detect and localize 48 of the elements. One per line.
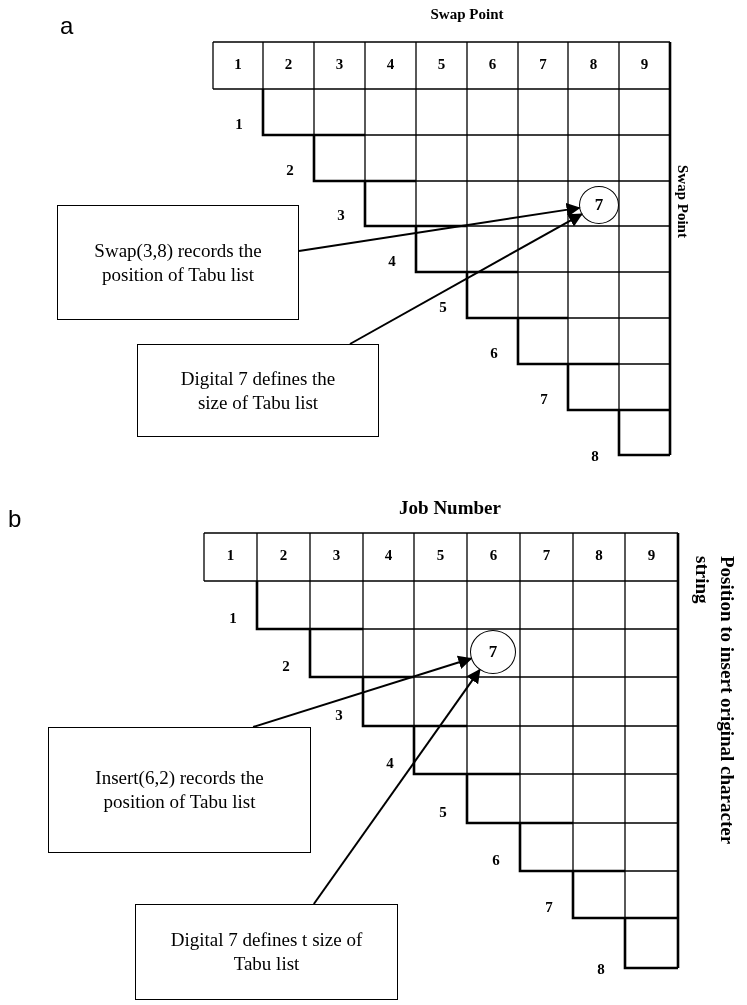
arrow: [252, 655, 473, 728]
row-number: 4: [387, 252, 397, 270]
column-number: 8: [588, 55, 599, 73]
row-number: 5: [438, 803, 448, 821]
callout-box: Swap(3,8) records the position of Tabu list: [57, 205, 299, 320]
panel-letter: b: [8, 505, 22, 533]
row-number: 8: [590, 447, 600, 465]
column-number: 4: [383, 546, 394, 564]
callout-box: Digital 7 defines t size of Tabu list: [135, 904, 398, 1000]
column-number: 7: [541, 546, 552, 564]
row-number: 4: [385, 754, 395, 772]
column-number: 5: [435, 546, 446, 564]
column-number: 5: [436, 55, 447, 73]
arrow: [348, 213, 583, 345]
column-number: 2: [278, 546, 289, 564]
column-number: 3: [331, 546, 342, 564]
row-number: 6: [491, 851, 501, 869]
axis-title: Job Number: [399, 497, 501, 519]
row-number: 7: [544, 898, 554, 916]
column-number: 9: [639, 55, 650, 73]
column-number: 6: [488, 546, 499, 564]
row-number: 2: [281, 657, 291, 675]
column-number: 8: [594, 546, 604, 564]
row-number: 1: [234, 115, 244, 133]
callout-box: Digital 7 defines the size of Tabu list: [137, 344, 379, 437]
column-number: 7: [538, 55, 548, 73]
column-number: 1: [233, 55, 243, 73]
panel-letter: a: [60, 12, 74, 40]
callout-box: Insert(6,2) records the position of Tabu list: [48, 727, 311, 853]
column-number: 3: [334, 55, 345, 73]
arrow: [298, 202, 581, 252]
axis-title: Position to insert original character string: [691, 556, 739, 846]
axis-title: Swap Point: [674, 165, 692, 240]
row-number: 6: [489, 344, 499, 362]
row-number: 2: [285, 161, 295, 179]
arrow: [312, 668, 481, 905]
row-number: 8: [596, 960, 606, 978]
column-number: 9: [646, 546, 657, 564]
column-number: 2: [283, 55, 294, 73]
row-number: 1: [228, 609, 238, 627]
row-number: 3: [336, 206, 346, 224]
column-number: 4: [385, 55, 396, 73]
column-number: 6: [487, 55, 498, 73]
row-number: 7: [539, 390, 549, 408]
column-number: 1: [225, 546, 236, 564]
row-number: 5: [438, 298, 448, 316]
axis-title: Swap Point: [430, 6, 504, 23]
row-number: 3: [334, 706, 344, 724]
